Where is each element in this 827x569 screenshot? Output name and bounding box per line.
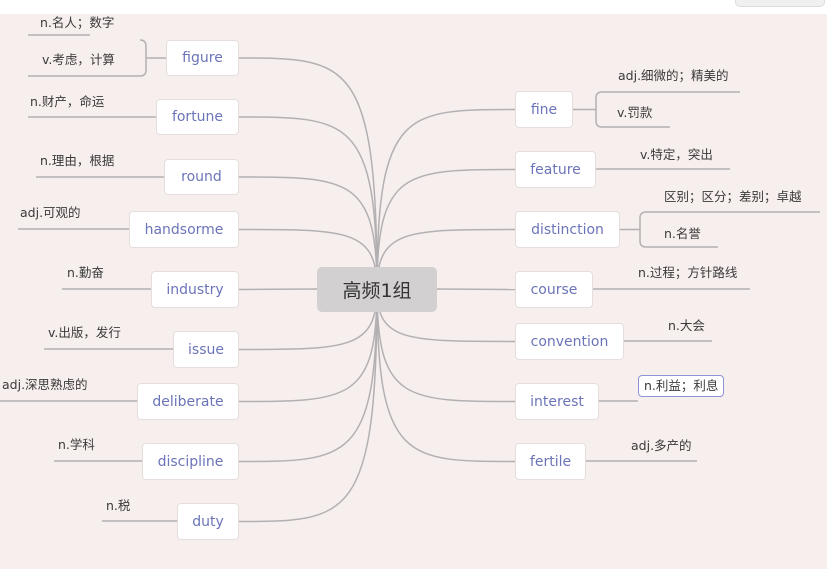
topic-feature-label: feature (530, 161, 581, 178)
note-round-0[interactable]: n.理由，根据 (40, 153, 115, 168)
note-deliberate-0[interactable]: adj.深思熟虑的 (2, 377, 88, 392)
topic-figure-label: figure (182, 50, 223, 66)
topic-industry-label: industry (166, 281, 224, 298)
topic-fortune[interactable]: fortune (156, 99, 239, 135)
note-discipline-0[interactable]: n.学科 (58, 437, 95, 452)
note-fertile-0[interactable]: adj.多产的 (631, 438, 692, 453)
topic-interest-label: interest (530, 393, 584, 410)
central-topic-label: 高频1组 (342, 280, 412, 302)
branch-left-6 (238, 288, 378, 403)
topic-issue[interactable]: issue (173, 331, 239, 368)
note-fine-0[interactable]: adj.细微的；精美的 (618, 68, 729, 83)
topic-figure[interactable]: figure (166, 40, 239, 76)
note-distinction-1[interactable]: n.名誉 (664, 226, 701, 241)
topic-fertile-label: fertile (529, 453, 572, 470)
topic-distinction[interactable]: distinction (515, 211, 620, 248)
note-convention-0[interactable]: n.大会 (668, 318, 705, 333)
note-distinction-0[interactable]: 区别；区分；差别；卓越 (664, 189, 802, 204)
topic-deliberate[interactable]: deliberate (137, 383, 239, 420)
topic-feature[interactable]: feature (515, 151, 596, 188)
branch-left-4 (238, 288, 318, 291)
topic-fortune-label: fortune (171, 109, 224, 125)
topic-discipline-label: discipline (157, 453, 224, 470)
topic-interest[interactable]: interest (515, 383, 599, 420)
topic-round-label: round (181, 169, 222, 185)
topic-deliberate-label: deliberate (152, 393, 224, 410)
topic-duty-label: duty (192, 513, 224, 530)
branch-right-3 (436, 288, 516, 291)
topic-convention-label: convention (530, 333, 609, 350)
top-toolbar (0, 0, 827, 14)
note-fine-1[interactable]: v.罚款 (617, 105, 653, 120)
topic-course[interactable]: course (515, 271, 593, 308)
note-handsorme-0[interactable]: adj.可观的 (20, 205, 81, 220)
branch-right-6 (376, 288, 516, 463)
bracket-right-2 (639, 211, 820, 248)
note-issue-0[interactable]: v.出版，发行 (48, 325, 121, 340)
bracket-right-0 (595, 91, 740, 128)
topic-handsorme[interactable]: handsorme (129, 211, 239, 248)
note-interest-0[interactable]: n.利益；利息 (638, 375, 725, 397)
branch-left-8 (238, 288, 378, 523)
toolbar-tab[interactable] (735, 0, 825, 7)
note-course-0[interactable]: n.过程；方针路线 (638, 265, 738, 280)
bracket-left-0 (28, 39, 147, 77)
note-industry-0[interactable]: n.勤奋 (67, 265, 104, 280)
topic-course-label: course (530, 281, 578, 298)
note-figure-1[interactable]: v.考虑，计算 (42, 52, 115, 67)
central-topic[interactable]: 高频1组 (317, 267, 437, 312)
note-duty-0[interactable]: n.税 (106, 498, 131, 513)
topic-handsorme-label: handsorme (144, 221, 224, 238)
note-figure-0[interactable]: n.名人；数字 (40, 15, 115, 30)
topic-fine[interactable]: fine (515, 91, 573, 128)
note-feature-0[interactable]: v.特定，突出 (640, 147, 713, 162)
topic-fertile[interactable]: fertile (515, 443, 586, 480)
topic-issue-label: issue (188, 341, 224, 358)
branch-right-5 (376, 288, 516, 403)
topic-round[interactable]: round (164, 159, 239, 195)
branch-left-0 (238, 57, 378, 290)
branch-right-1 (376, 168, 516, 290)
topic-industry[interactable]: industry (151, 271, 239, 308)
branch-left-7 (238, 288, 378, 463)
topic-convention[interactable]: convention (515, 323, 624, 360)
topic-fine-label: fine (530, 101, 558, 118)
topic-distinction-label: distinction (531, 221, 604, 238)
branch-left-2 (238, 176, 378, 290)
branch-right-0 (376, 108, 516, 290)
note-fortune-0[interactable]: n.财产，命运 (30, 94, 105, 109)
topic-discipline[interactable]: discipline (142, 443, 239, 480)
branch-left-1 (238, 116, 378, 290)
topic-duty[interactable]: duty (177, 503, 239, 540)
